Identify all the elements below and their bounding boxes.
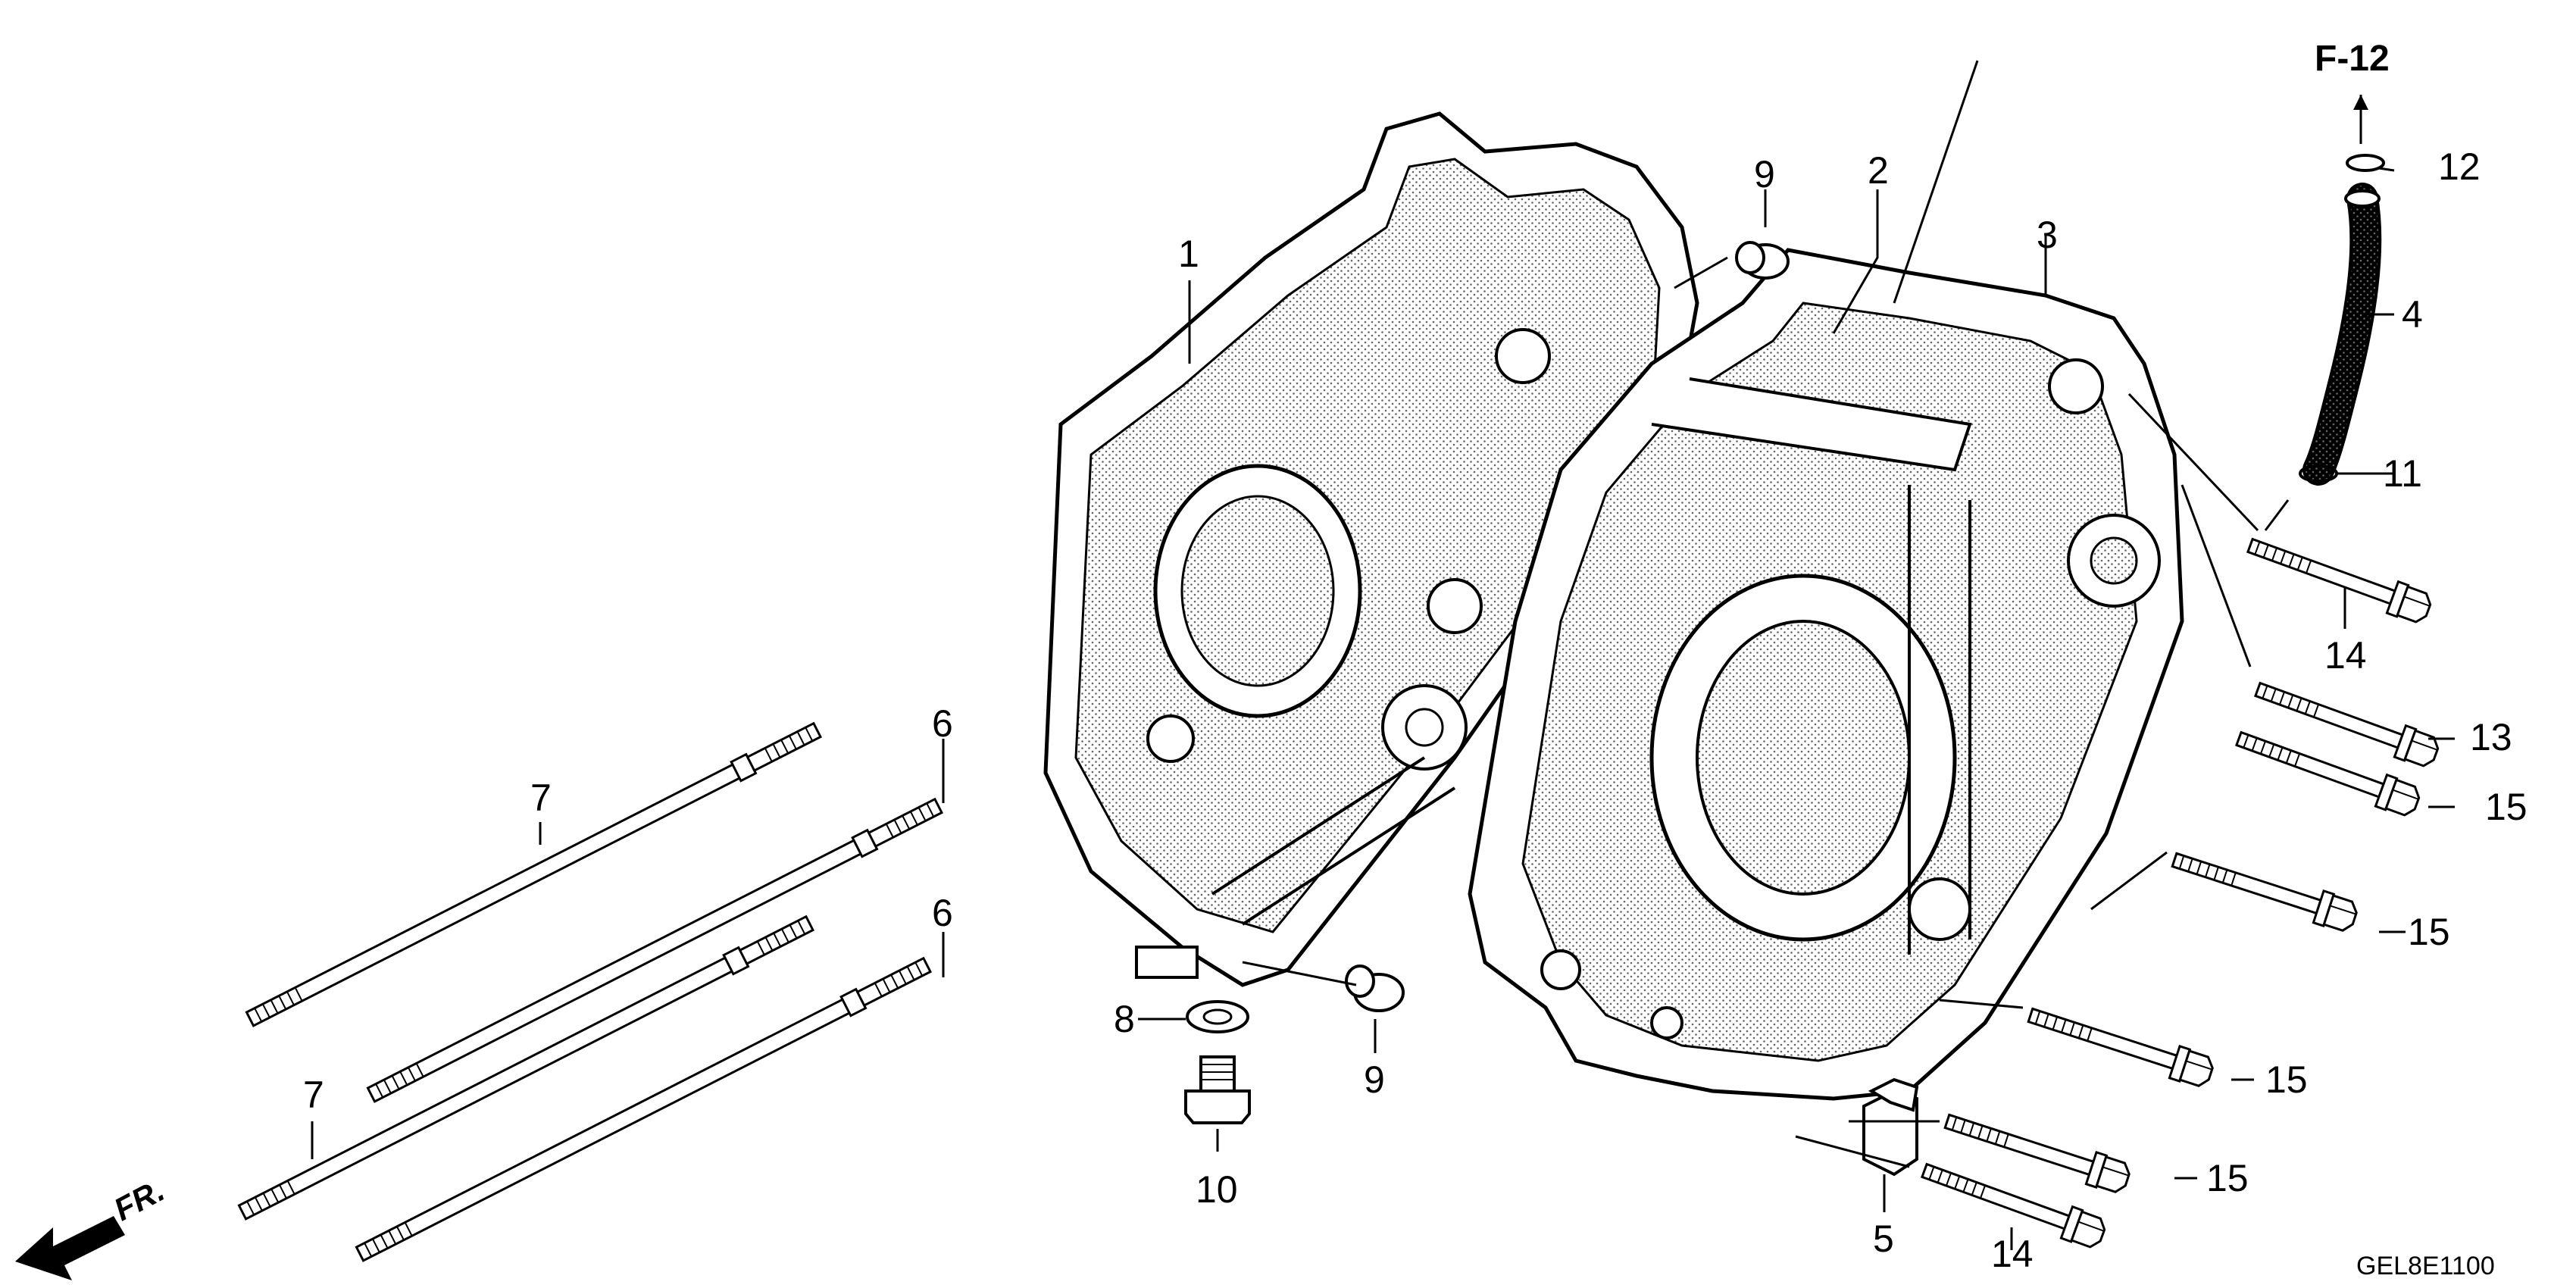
dowel-pin-upper bbox=[1735, 241, 1790, 280]
bolt-15-b bbox=[2168, 843, 2362, 936]
callout-15-b: 15 bbox=[2408, 911, 2450, 953]
reference-label: F-12 bbox=[2315, 39, 2390, 79]
diagram-code: GEL8E1100 bbox=[2356, 1252, 2495, 1280]
stud-6-upper bbox=[365, 795, 945, 1105]
callout-6-upper: 6 bbox=[932, 702, 953, 745]
callout-2: 2 bbox=[1868, 149, 1889, 192]
callout-9-upper: 9 bbox=[1754, 153, 1775, 195]
callout-12: 12 bbox=[2438, 145, 2481, 188]
callout-8: 8 bbox=[1114, 998, 1135, 1040]
callout-13: 13 bbox=[2470, 716, 2512, 758]
callout-5: 5 bbox=[1873, 1218, 1894, 1260]
callout-9-lower: 9 bbox=[1364, 1058, 1385, 1101]
callout-7-upper: 7 bbox=[530, 777, 552, 819]
callout-15-c: 15 bbox=[2265, 1058, 2308, 1101]
callout-10: 10 bbox=[1196, 1168, 1238, 1211]
left-crankcase bbox=[1043, 111, 1699, 987]
drain-bolt bbox=[1184, 1055, 1251, 1124]
bolt-15-c bbox=[2024, 998, 2218, 1091]
callout-11: 11 bbox=[2383, 452, 2422, 495]
callout-6-lower: 6 bbox=[932, 892, 953, 934]
dowel-pin-lower bbox=[1345, 964, 1405, 1012]
callout-1: 1 bbox=[1178, 233, 1199, 275]
sealing-washer bbox=[1186, 1000, 1249, 1033]
breather-tube bbox=[2302, 183, 2382, 486]
callout-3: 3 bbox=[2037, 214, 2058, 256]
callout-15-a: 15 bbox=[2485, 786, 2528, 828]
stud-7-upper bbox=[244, 719, 824, 1030]
cable-clamp bbox=[1862, 1077, 1919, 1177]
right-crankcase bbox=[1468, 248, 2184, 1101]
callout-4: 4 bbox=[2402, 293, 2423, 336]
callout-15-d: 15 bbox=[2206, 1157, 2249, 1199]
tube-clip-lower bbox=[2299, 464, 2338, 483]
tube-clip-upper bbox=[2346, 154, 2385, 172]
bolt-14-upper bbox=[2243, 528, 2435, 627]
callout-7-lower: 7 bbox=[303, 1074, 324, 1116]
callout-14-lower: 14 bbox=[1991, 1233, 2034, 1275]
callout-14-upper: 14 bbox=[2324, 634, 2367, 677]
leader-lines bbox=[311, 60, 2455, 1250]
front-arrow-icon bbox=[15, 1216, 125, 1280]
arrow-up-icon bbox=[2353, 95, 2368, 110]
